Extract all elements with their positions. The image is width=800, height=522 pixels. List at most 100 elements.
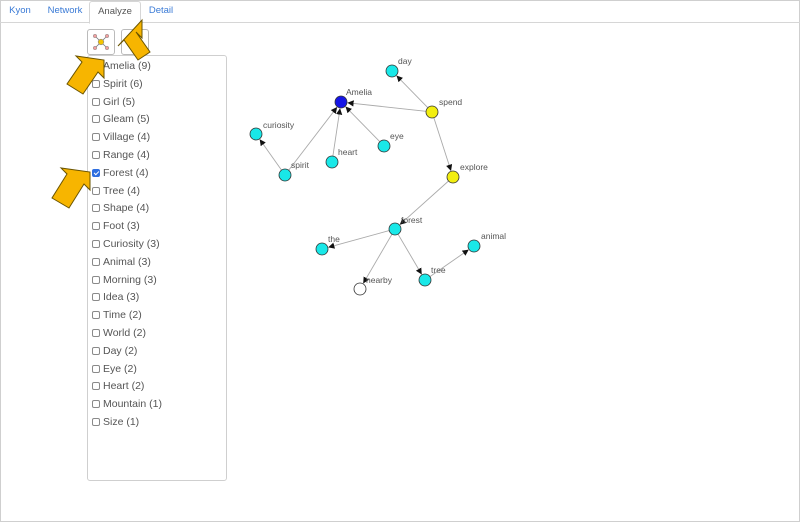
term-item[interactable]: Village (4)	[92, 130, 150, 144]
graph-edge	[363, 233, 393, 284]
graph-node-day[interactable]: day	[385, 56, 412, 78]
term-item[interactable]: Eye (2)	[92, 362, 137, 376]
tab-detail[interactable]: Detail	[148, 5, 174, 16]
term-checkbox[interactable]	[92, 97, 100, 106]
term-checkbox[interactable]	[92, 204, 100, 213]
graph-node-heart[interactable]: heart	[325, 147, 358, 169]
term-item[interactable]: Idea (3)	[92, 290, 139, 304]
term-checkbox[interactable]	[92, 240, 100, 248]
term-list-panel[interactable]	[87, 55, 227, 481]
graph-node-the[interactable]: the	[315, 234, 340, 256]
tab-analyze[interactable]: Analyze	[89, 1, 141, 24]
graph-node-forest[interactable]: forest	[388, 215, 423, 236]
term-item[interactable]: Heart (2)	[92, 379, 144, 393]
graph-node-explore[interactable]: explore	[446, 162, 488, 184]
graph-node-circle[interactable]	[425, 105, 439, 119]
term-item[interactable]: Animal (3)	[92, 255, 151, 269]
term-checkbox[interactable]	[92, 257, 100, 266]
term-checkbox[interactable]	[92, 151, 100, 159]
graph-node-circle[interactable]	[377, 139, 391, 153]
graph-node-label: eye	[390, 131, 404, 141]
graph-node-label: heart	[338, 147, 358, 157]
graph-node-label: nearby	[366, 275, 393, 285]
term-item[interactable]: Morning (3)	[92, 273, 157, 287]
term-checkbox[interactable]	[92, 382, 100, 391]
term-item[interactable]: Forest (4)	[92, 166, 149, 180]
term-label: Gleam (5)	[103, 113, 150, 126]
graph-node-label: spend	[439, 97, 462, 107]
term-item[interactable]: World (2)	[92, 326, 146, 340]
term-item[interactable]: Girl (5)	[92, 95, 135, 109]
graph-node-label: day	[398, 56, 412, 66]
graph-edge	[288, 107, 338, 171]
term-label: World (2)	[103, 327, 146, 339]
graph-node-circle[interactable]	[325, 155, 339, 169]
graph-node-label: curiosity	[263, 120, 295, 130]
graph-node-animal[interactable]: animal	[467, 231, 506, 253]
term-item[interactable]: Foot (3)	[92, 219, 140, 233]
term-checkbox[interactable]	[92, 400, 100, 409]
term-item[interactable]: Tree (4)	[92, 184, 140, 198]
graph-edge	[397, 233, 422, 275]
graph-edge	[345, 106, 381, 143]
graph-node-spirit[interactable]: spirit	[278, 160, 310, 182]
term-checkbox[interactable]	[92, 329, 100, 337]
term-checkbox[interactable]	[92, 293, 100, 302]
term-item[interactable]: Shape (4)	[92, 201, 149, 215]
graph-node-circle[interactable]	[278, 168, 292, 182]
tab-network[interactable]: Network	[47, 5, 83, 16]
tab-bar: Kyon Network Analyze Detail	[0, 0, 800, 24]
term-checkbox[interactable]	[92, 311, 100, 320]
term-checkbox[interactable]	[92, 186, 100, 195]
graph-node-circle[interactable]	[249, 127, 263, 141]
term-checkbox[interactable]	[92, 133, 100, 142]
graph-node-label: explore	[460, 162, 488, 172]
network-tool-button[interactable]	[87, 29, 115, 55]
term-item[interactable]: Mountain (1)	[92, 397, 162, 411]
term-label: Curiosity (3)	[103, 238, 160, 250]
graph-node-curiosity[interactable]: curiosity	[249, 120, 295, 141]
term-checkbox[interactable]	[92, 168, 100, 177]
graph-node-amelia[interactable]: Amelia	[334, 87, 372, 109]
term-checkbox[interactable]	[92, 222, 100, 231]
term-label: Animal (3)	[103, 255, 151, 268]
term-checkbox[interactable]	[92, 115, 100, 124]
graph-node-label: forest	[401, 215, 423, 225]
graph-node-spend[interactable]: spend	[425, 97, 462, 119]
term-checkbox[interactable]	[92, 364, 100, 373]
graph-node-circle[interactable]	[446, 170, 460, 184]
term-label: Shape (4)	[103, 202, 150, 215]
graph-nodes: Amelia day spend curiosity heart eye spirit exp…	[249, 56, 506, 296]
term-item[interactable]: Time (2)	[92, 308, 142, 322]
graph-node-eye[interactable]: eye	[377, 131, 404, 153]
graph-node-circle[interactable]	[418, 273, 432, 287]
graph-node-circle[interactable]	[467, 239, 481, 253]
term-item[interactable]: Range (4)	[92, 148, 150, 162]
term-label: Day (2)	[103, 344, 138, 357]
graph-node-label: Amelia	[346, 87, 372, 97]
term-label: Morning (3)	[103, 273, 157, 286]
term-checkbox[interactable]	[92, 275, 100, 284]
graph-node-label: tree	[431, 265, 446, 275]
term-label: Eye (2)	[103, 362, 137, 375]
graph-edge	[433, 117, 453, 171]
network-graph-icon	[92, 33, 110, 51]
term-label: Girl (5)	[103, 95, 136, 108]
graph-edge	[332, 108, 343, 157]
term-item[interactable]: Gleam (5)	[92, 112, 150, 126]
tab-kyon[interactable]: Kyon	[9, 5, 31, 16]
term-item[interactable]: Curiosity (3)	[92, 237, 160, 251]
graph-node-circle[interactable]	[315, 242, 329, 256]
graph-node-circle[interactable]	[385, 64, 399, 78]
graph-node-tree[interactable]: tree	[418, 265, 446, 287]
graph-node-circle[interactable]	[353, 282, 367, 296]
term-checkbox[interactable]	[92, 418, 100, 426]
term-item[interactable]: Size (1)	[92, 415, 139, 429]
term-label: Idea (3)	[103, 291, 140, 304]
graph-node-circle[interactable]	[334, 95, 348, 109]
graph-node-nearby[interactable]: nearby	[353, 275, 393, 296]
graph-node-circle[interactable]	[388, 222, 402, 236]
term-checkbox[interactable]	[92, 346, 100, 355]
term-item[interactable]: Day (2)	[92, 344, 137, 358]
